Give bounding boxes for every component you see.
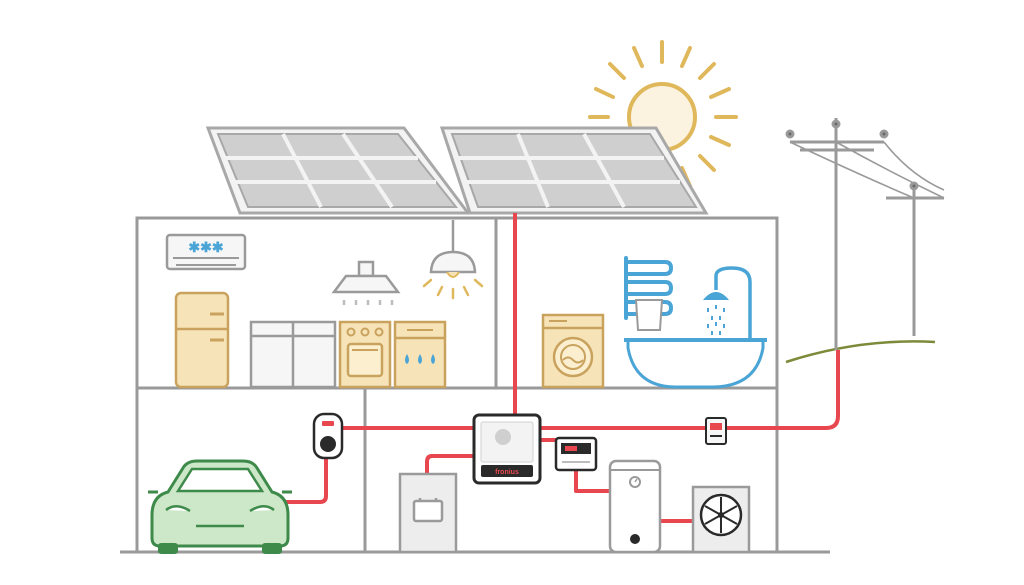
electric-car-icon <box>148 459 292 554</box>
solar-panel-left <box>205 126 472 215</box>
towel-radiator-icon <box>624 256 674 320</box>
grass-hill <box>785 340 936 364</box>
battery-storage-icon <box>398 472 458 554</box>
wall-switch-icon <box>705 417 727 445</box>
bathtub-shower-icon <box>624 266 767 389</box>
water-heater-icon <box>608 459 662 554</box>
air-conditioner-icon: ✱✱✱ <box>165 233 247 271</box>
smart-meter-icon <box>554 436 598 472</box>
oven-icon <box>338 320 392 389</box>
fridge-icon <box>174 291 230 389</box>
range-hood-icon <box>331 260 401 305</box>
inverter-icon: fronius <box>472 413 542 485</box>
ev-charger-icon <box>312 412 344 460</box>
power-wiring <box>278 213 840 523</box>
washing-machine-icon <box>541 313 605 389</box>
svg-text:✱✱✱: ✱✱✱ <box>188 239 223 255</box>
pendant-lamp-icon <box>422 220 484 300</box>
dishwasher-icon <box>393 320 447 389</box>
kitchen-cabinet-icon <box>249 320 337 389</box>
inverter-brand-label: fronius <box>495 469 519 476</box>
heat-pump-icon <box>691 485 751 554</box>
power-pole-icon <box>785 118 945 350</box>
towel-icon <box>634 299 664 331</box>
solar-panel-right <box>439 126 709 215</box>
